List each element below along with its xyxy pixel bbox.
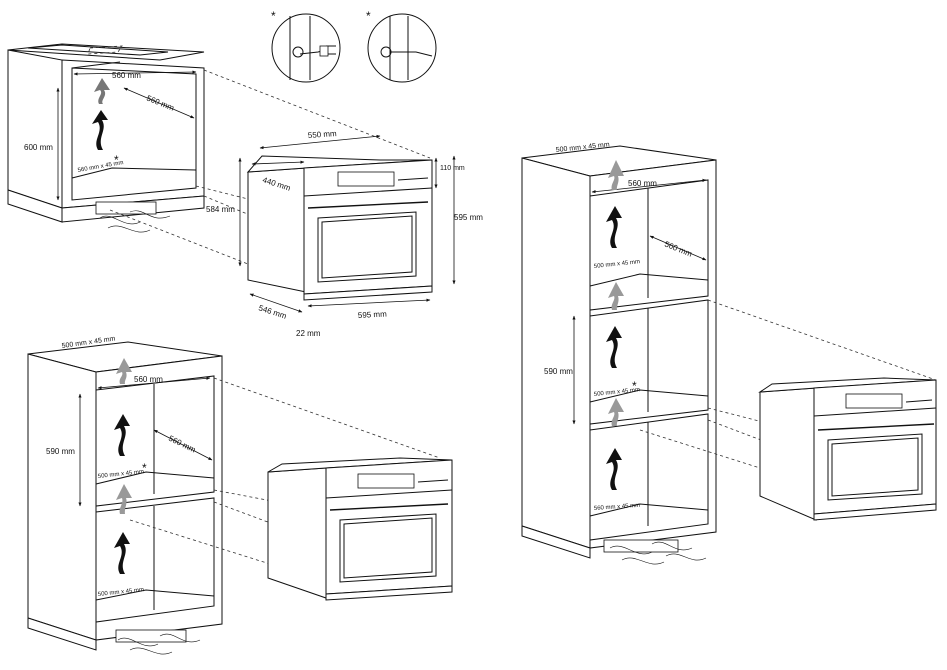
oven-total-height: 595 mm xyxy=(454,213,483,222)
plug-asterisk-2: * xyxy=(366,9,371,23)
r-width: 560 mm xyxy=(628,179,657,188)
top-left-cabinet: 600 mm 560 mm 560 mm 560 mm x 45 mm * xyxy=(7,43,205,233)
plug-detail-circles: * * xyxy=(271,9,437,83)
oven-panel-height: 110 mm xyxy=(440,165,465,172)
oven-bottom-depth: 546 mm xyxy=(257,303,288,321)
built-in-oven-right xyxy=(758,377,937,521)
plug-asterisk-1: * xyxy=(271,9,276,23)
airflow-arrow-light-icon xyxy=(94,78,110,104)
airflow-arrow-icon xyxy=(92,110,108,150)
oven-front-width: 595 mm xyxy=(358,309,388,320)
airflow-arrow-light-icon xyxy=(608,282,624,310)
airflow-arrow-icon xyxy=(114,414,130,456)
top-left-width-label: 560 mm xyxy=(112,71,141,80)
airflow-arrow-icon xyxy=(114,532,130,574)
bl-vent-1: 500 mm x 45 mm xyxy=(98,469,145,480)
top-left-asterisk: * xyxy=(114,153,119,167)
bl-width: 560 mm xyxy=(134,375,163,384)
airflow-arrow-icon xyxy=(606,206,622,248)
top-left-height-label: 600 mm xyxy=(24,143,53,152)
r-vent-2: 500 mm x 45 mm xyxy=(594,387,641,398)
bl-vent-2: 500 mm x 45 mm xyxy=(98,587,145,598)
built-in-oven-top: 550 mm 440 mm 584 mm 110 mm 595 mm 595 m… xyxy=(206,129,483,338)
airflow-arrow-light-icon xyxy=(608,398,624,426)
r-asterisk: * xyxy=(632,379,637,393)
airflow-arrow-light-icon xyxy=(608,160,624,190)
built-in-oven-bottom xyxy=(267,457,453,601)
r-vent-1: 500 mm x 45 mm xyxy=(594,259,641,270)
oven-door-thickness: 22 mm xyxy=(296,329,321,338)
oven-body-height: 584 mm xyxy=(206,205,235,214)
bl-height: 590 mm xyxy=(46,447,75,456)
r-vent-3: 560 mm x 45 mm xyxy=(594,503,641,512)
airflow-arrow-icon xyxy=(606,448,622,490)
bottom-left-tall-cabinet: 500 mm x 45 mm 560 mm 560 mm 590 mm 500 … xyxy=(27,336,223,655)
airflow-arrow-light-icon xyxy=(116,484,132,514)
bl-asterisk: * xyxy=(142,461,147,475)
right-tall-cabinet: 500 mm x 45 mm 560 mm 560 mm 590 mm 500 … xyxy=(521,141,717,565)
oven-top-width: 550 mm xyxy=(308,129,338,140)
r-height: 590 mm xyxy=(544,367,573,376)
airflow-arrow-light-icon xyxy=(116,358,132,384)
airflow-arrow-icon xyxy=(606,326,622,368)
